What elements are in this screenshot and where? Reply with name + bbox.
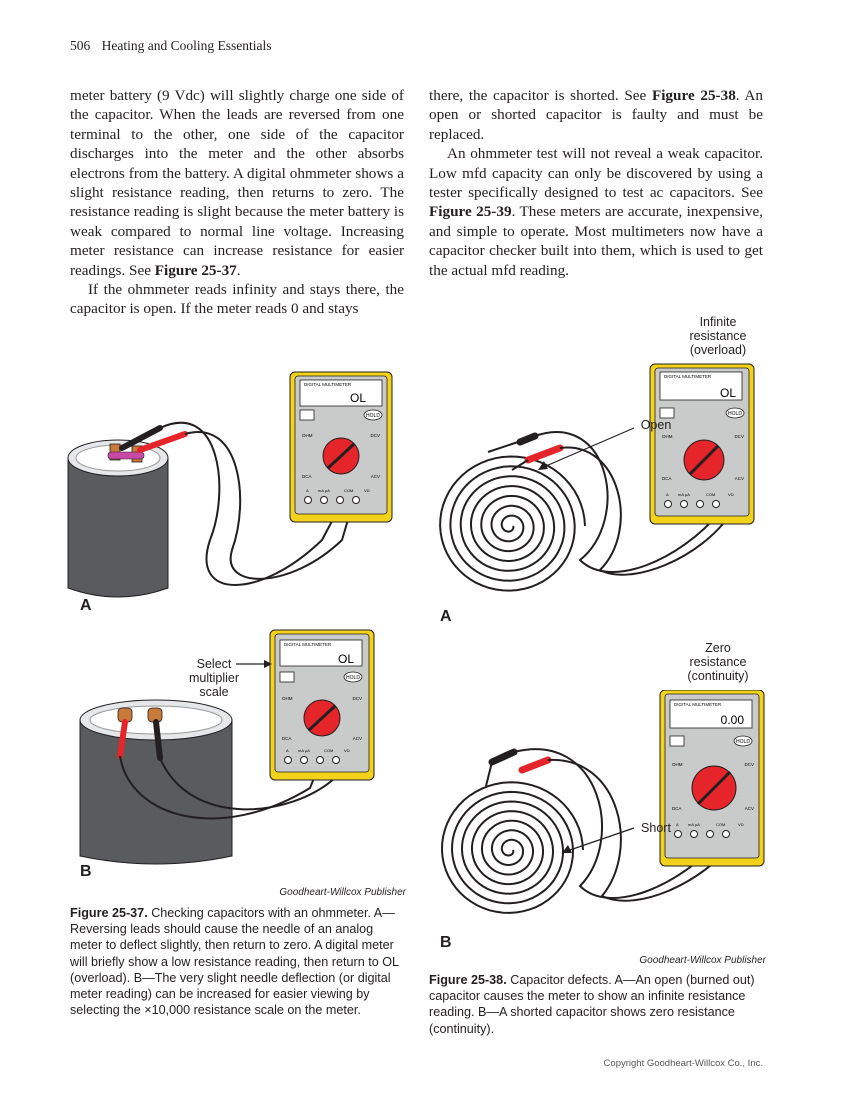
svg-text:COM: COM xyxy=(716,822,725,827)
figure-reference: Figure 25-39 xyxy=(429,203,512,221)
callout-open: Open xyxy=(640,418,672,432)
caption-number: Figure 25-38. xyxy=(429,973,507,987)
svg-text:DCA: DCA xyxy=(282,736,292,741)
figure-25-37-b-illustration: DIGITAL MULTIMETER OL HOLD OHM DCV DCA A… xyxy=(79,629,375,865)
figure-25-38-caption: Figure 25-38. Capacitor defects. A—An op… xyxy=(429,973,755,1036)
meter-reading: 0.00 xyxy=(721,713,745,727)
figure-25-38-b-illustration: DIGITAL MULTIMETER 0.00 HOLD OHM DCV DCA… xyxy=(440,690,765,914)
figure-25-37-caption: Figure 25-37. Checking capacitors with a… xyxy=(70,906,399,1018)
svg-text:COM: COM xyxy=(324,748,333,753)
right-text-column: there, the capacitor is shorted. See Fig… xyxy=(429,86,763,280)
svg-text:DCV: DCV xyxy=(370,433,380,438)
svg-text:DCV: DCV xyxy=(352,696,362,701)
svg-text:DCA: DCA xyxy=(672,806,682,811)
label-infinite-resistance: Infinite resistance (overload) xyxy=(689,315,747,357)
figure-credit: Goodheart-Willcox Publisher xyxy=(279,887,406,898)
figure-reference: Figure 25-37 xyxy=(154,261,237,279)
paragraph: meter battery (9 Vdc) will slightly char… xyxy=(70,87,404,279)
svg-text:ACV: ACV xyxy=(353,736,362,741)
svg-text:mA µA: mA µA xyxy=(298,748,310,753)
svg-text:VΩ: VΩ xyxy=(364,488,370,493)
svg-text:VΩ: VΩ xyxy=(738,822,744,827)
svg-text:COM: COM xyxy=(344,488,353,493)
subfigure-label: B xyxy=(80,863,92,880)
svg-text:mA µA: mA µA xyxy=(318,488,330,493)
svg-text:COM: COM xyxy=(706,492,715,497)
meter-brand: DIGITAL MULTIMETER xyxy=(284,642,332,647)
meter-reading: OL xyxy=(350,391,366,405)
hold-button-label: HOLD xyxy=(366,413,380,419)
svg-text:HOLD: HOLD xyxy=(346,675,360,681)
svg-text:A: A xyxy=(676,822,679,827)
figure-credit: Goodheart-Willcox Publisher xyxy=(639,955,766,966)
svg-text:HOLD: HOLD xyxy=(736,739,750,745)
figure-25-38-a-illustration: DIGITAL MULTIMETER OL HOLD OHM DCV DCA A… xyxy=(439,363,755,592)
svg-text:ACV: ACV xyxy=(371,474,380,479)
svg-text:DIGITAL MULTIMETER: DIGITAL MULTIMETER xyxy=(674,702,722,707)
svg-text:HOLD: HOLD xyxy=(728,411,742,417)
left-text-column: meter battery (9 Vdc) will slightly char… xyxy=(70,86,404,319)
svg-text:A: A xyxy=(666,492,669,497)
caption-number: Figure 25-37. xyxy=(70,906,148,920)
svg-text:OHM: OHM xyxy=(672,762,683,767)
svg-text:ACV: ACV xyxy=(735,476,744,481)
svg-text:DIGITAL MULTIMETER: DIGITAL MULTIMETER xyxy=(664,374,712,379)
page-number: 506 xyxy=(70,38,91,53)
callout-short: Short xyxy=(641,821,671,835)
subfigure-label: A xyxy=(440,608,452,625)
meter-brand: DIGITAL MULTIMETER xyxy=(304,382,352,387)
meter-reading: OL xyxy=(720,386,736,400)
copyright-footer: Copyright Goodheart-Willcox Co., Inc. xyxy=(603,1058,763,1069)
svg-text:ACV: ACV xyxy=(745,806,754,811)
svg-text:mA µA: mA µA xyxy=(678,492,690,497)
svg-text:OHM: OHM xyxy=(662,434,673,439)
svg-text:DCA: DCA xyxy=(302,474,312,479)
meter-reading: OL xyxy=(338,652,354,666)
svg-text:DCV: DCV xyxy=(744,762,754,767)
figure-reference: Figure 25-38 xyxy=(651,87,736,104)
svg-text:A: A xyxy=(306,488,309,493)
subfigure-label: B xyxy=(440,934,452,951)
paragraph: there, the capacitor is shorted. See Fig… xyxy=(429,87,763,143)
svg-text:mA µA: mA µA xyxy=(688,822,700,827)
subfigure-label: A xyxy=(80,597,92,614)
paragraph: If the ohmmeter reads infinity and stays… xyxy=(70,281,404,318)
running-header: 506 Heating and Cooling Essentials xyxy=(70,38,271,54)
svg-text:VΩ: VΩ xyxy=(344,748,350,753)
paragraph: An ohmmeter test will not reveal a weak … xyxy=(429,145,763,279)
svg-text:OHM: OHM xyxy=(302,433,313,438)
label-zero-resistance: Zero resistance (continuity) xyxy=(687,641,749,683)
svg-text:A: A xyxy=(286,748,289,753)
figure-25-37-a-illustration: DIGITAL MULTIMETER OL HOLD OHM DCV DCA A… xyxy=(67,371,393,598)
book-title: Heating and Cooling Essentials xyxy=(101,38,272,53)
svg-text:DCA: DCA xyxy=(662,476,672,481)
svg-text:DCV: DCV xyxy=(734,434,744,439)
callout-select-multiplier: Select multiplier scale xyxy=(188,657,239,699)
svg-text:OHM: OHM xyxy=(282,696,293,701)
svg-text:VΩ: VΩ xyxy=(728,492,734,497)
